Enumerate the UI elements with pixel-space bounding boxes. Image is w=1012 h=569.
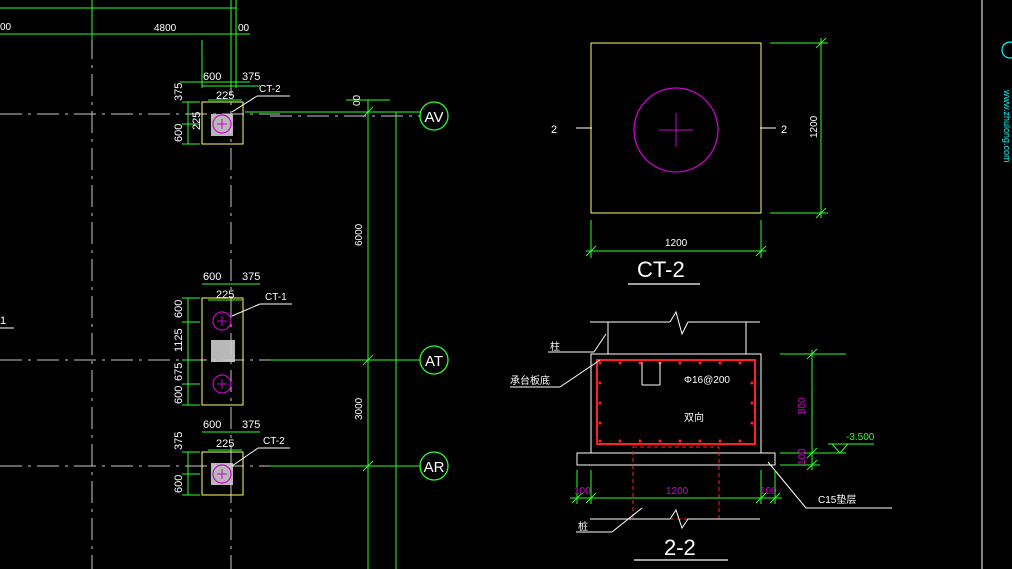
section-column-label: 柱	[550, 340, 560, 353]
section-double-label: 双向	[684, 411, 704, 424]
top-dimension-lines	[0, 0, 250, 88]
section-2-2[interactable]	[510, 310, 892, 561]
ct2-top-w-right: 375	[242, 71, 260, 83]
axis-label-ar: AR	[424, 459, 445, 476]
axis-label-at: AT	[425, 353, 443, 370]
watermark-logo-icon	[1001, 41, 1012, 59]
ct1-w-left: 600	[203, 271, 221, 283]
detail-title: CT-2	[637, 257, 685, 282]
section-cushion-label: C15垫层	[818, 493, 856, 506]
top-dim-d1: 00	[0, 22, 12, 33]
section-pile-label: 桩	[578, 520, 588, 533]
section-elevation: -3.500	[846, 432, 875, 443]
ct2-top-h-bottom: 600	[173, 124, 185, 142]
axis-bubble-at[interactable]: AT	[419, 345, 449, 375]
axis-connectors	[245, 99, 420, 467]
detail-height-dim: 1200	[809, 115, 820, 138]
axis-label-av: AV	[425, 109, 444, 126]
ct1-label: CT-1	[265, 292, 287, 303]
section-cap-label: 承台板底	[510, 374, 550, 387]
detail-section-mark-left: 2	[551, 124, 557, 136]
section-rebar-label: Φ16@200	[684, 375, 730, 386]
ct1-h-inner: 675	[173, 363, 185, 381]
vdim-mid: 6000	[354, 223, 365, 246]
section-height-dim: 800	[797, 397, 808, 414]
left-stub-label: 1	[0, 315, 6, 327]
ct2-bot-inner: 225	[216, 438, 234, 450]
ct1-h-mid: 1125	[173, 328, 185, 352]
ct2-top-h-inner: 225	[191, 112, 203, 130]
top-dim-d3: 00	[238, 23, 250, 34]
detail-width-dim: 1200	[665, 238, 688, 249]
section-title: 2-2	[664, 535, 696, 560]
axis-bubble-av[interactable]: AV	[419, 101, 449, 131]
watermark-text: www.zhulong.com	[1002, 89, 1012, 163]
ct2-bot-label: CT-2	[263, 436, 285, 447]
ct2-bot-w-right: 375	[242, 419, 260, 431]
ct2-bot-h-top: 375	[173, 432, 185, 450]
ct2-top-h-top: 375	[173, 83, 185, 101]
ct1-inner: 225	[216, 289, 234, 301]
pile-cap-ct2-top[interactable]	[182, 85, 290, 145]
vertical-dim-chain	[362, 100, 397, 569]
ct2-top-w-left: 600	[203, 71, 221, 83]
ct2-bot-w-left: 600	[203, 419, 221, 431]
section-cushion-dim: 100	[797, 448, 808, 465]
pile-cap-ct1[interactable]	[182, 283, 292, 406]
section-width-dim: 1200	[666, 486, 689, 497]
ct2-top-inner: 225	[216, 90, 234, 102]
grid-axis-lines	[0, 113, 280, 467]
ct1-h-top: 600	[173, 300, 185, 318]
vdim-upper: 00	[352, 94, 363, 106]
pile-cap-ct2-bottom[interactable]	[182, 431, 290, 496]
ct1-h-bottom: 600	[173, 386, 185, 404]
ct1-w-right: 375	[242, 271, 260, 283]
detail-section-mark-right: 2	[781, 124, 787, 136]
section-right-margin: 100	[760, 486, 777, 497]
detail-ct2-plan[interactable]	[576, 37, 828, 285]
section-left-margin: 100	[574, 486, 591, 497]
ct2-bot-h-bottom: 600	[173, 475, 185, 493]
ct2-top-label: CT-2	[259, 84, 281, 95]
top-dim-d2: 4800	[154, 23, 177, 34]
vdim-lower: 3000	[354, 397, 365, 420]
axis-bubble-ar[interactable]: AR	[419, 451, 449, 481]
